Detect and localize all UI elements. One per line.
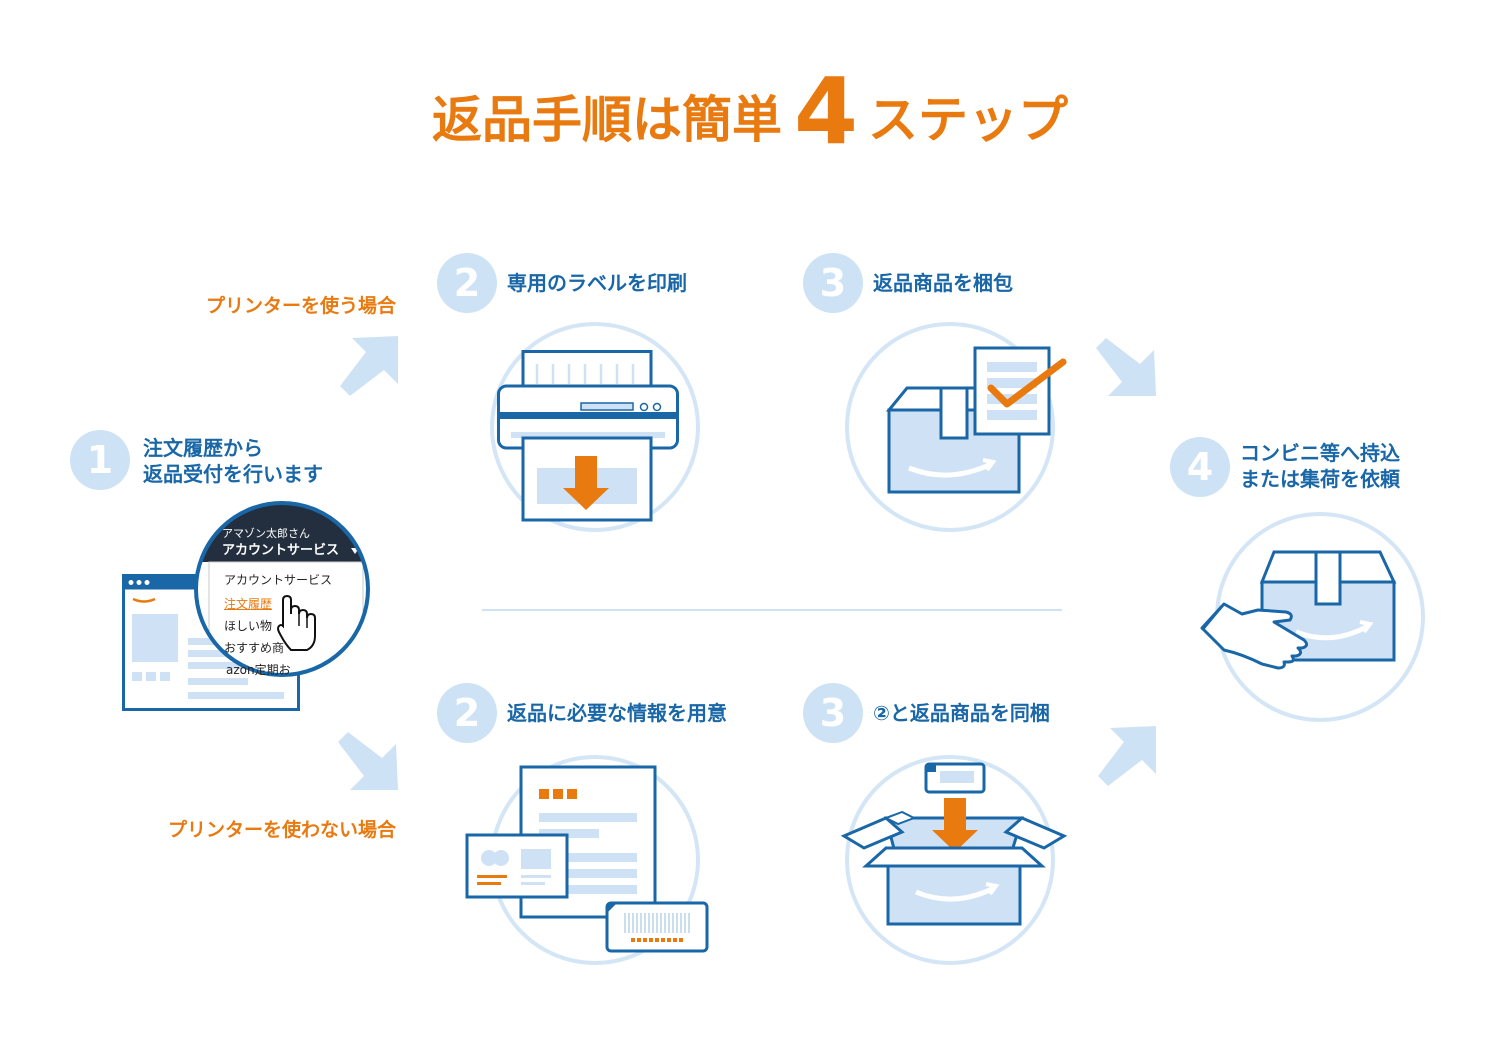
step3-printer-label: 返品商品を梱包 <box>873 271 1013 295</box>
arrow-up-right-icon <box>340 336 398 396</box>
step3-noprinter-label: ②と返品商品を同梱 <box>873 701 1050 725</box>
step4-label: コンビニ等へ持込 または集荷を依頼 <box>1240 440 1400 492</box>
menu-item-account[interactable]: アカウントサービス <box>224 573 333 587</box>
hand-delivering-package-icon <box>1200 550 1397 670</box>
route-divider <box>482 609 1062 611</box>
menu-user-name: アマゾン太郎さん <box>222 527 310 540</box>
step2-printer-label: 専用のラベルを印刷 <box>507 271 687 295</box>
route-label-printer: プリンターを使う場合 <box>205 295 396 317</box>
step2-noprinter-label: 返品に必要な情報を用意 <box>507 701 727 725</box>
step1-label-line1: 注文履歴から <box>143 436 263 460</box>
step3-printer-number: 3 <box>803 253 863 313</box>
title-suffix: ステップ <box>868 91 1068 149</box>
step4-label-line2: または集荷を依頼 <box>1240 467 1400 491</box>
step2-noprinter-number: 2 <box>437 683 497 743</box>
step4-label-line1: コンビニ等へ持込 <box>1240 441 1400 465</box>
step3-noprinter-number: 3 <box>803 683 863 743</box>
printer-icon <box>497 350 679 522</box>
step1-label-line2: 返品受付を行います <box>143 462 323 486</box>
title-main: 返品手順は簡単 <box>431 91 782 149</box>
menu-header: アカウントサービス <box>222 543 340 558</box>
menu-item-order-history[interactable]: 注文履歴 <box>224 597 273 611</box>
title-number: 4 <box>793 58 858 165</box>
open-box-icon <box>840 762 1068 926</box>
step3-printer-ring <box>845 322 1055 532</box>
menu-item-wishlist[interactable]: ほしい物 <box>224 619 273 633</box>
arrow-down-right-icon <box>1096 338 1156 396</box>
step4-number: 4 <box>1170 437 1230 497</box>
menu-item-subscribe[interactable]: azon定期お <box>226 663 291 677</box>
step3-noprinter-ring <box>845 755 1055 965</box>
route-label-no-printer: プリンターを使わない場合 <box>167 819 396 841</box>
step1-number: 1 <box>70 430 130 490</box>
account-menu-magnifier <box>194 501 370 677</box>
arrow-up-right-icon <box>1098 726 1156 786</box>
arrow-down-right-icon <box>338 732 398 790</box>
return-documents-icon <box>465 765 709 953</box>
step2-printer-number: 2 <box>437 253 497 313</box>
step1-label: 注文履歴から 返品受付を行います <box>143 435 323 487</box>
package-with-label-icon <box>885 346 1067 494</box>
step2-printer-ring <box>490 322 700 532</box>
menu-item-recommend[interactable]: おすすめ商 <box>224 641 285 655</box>
